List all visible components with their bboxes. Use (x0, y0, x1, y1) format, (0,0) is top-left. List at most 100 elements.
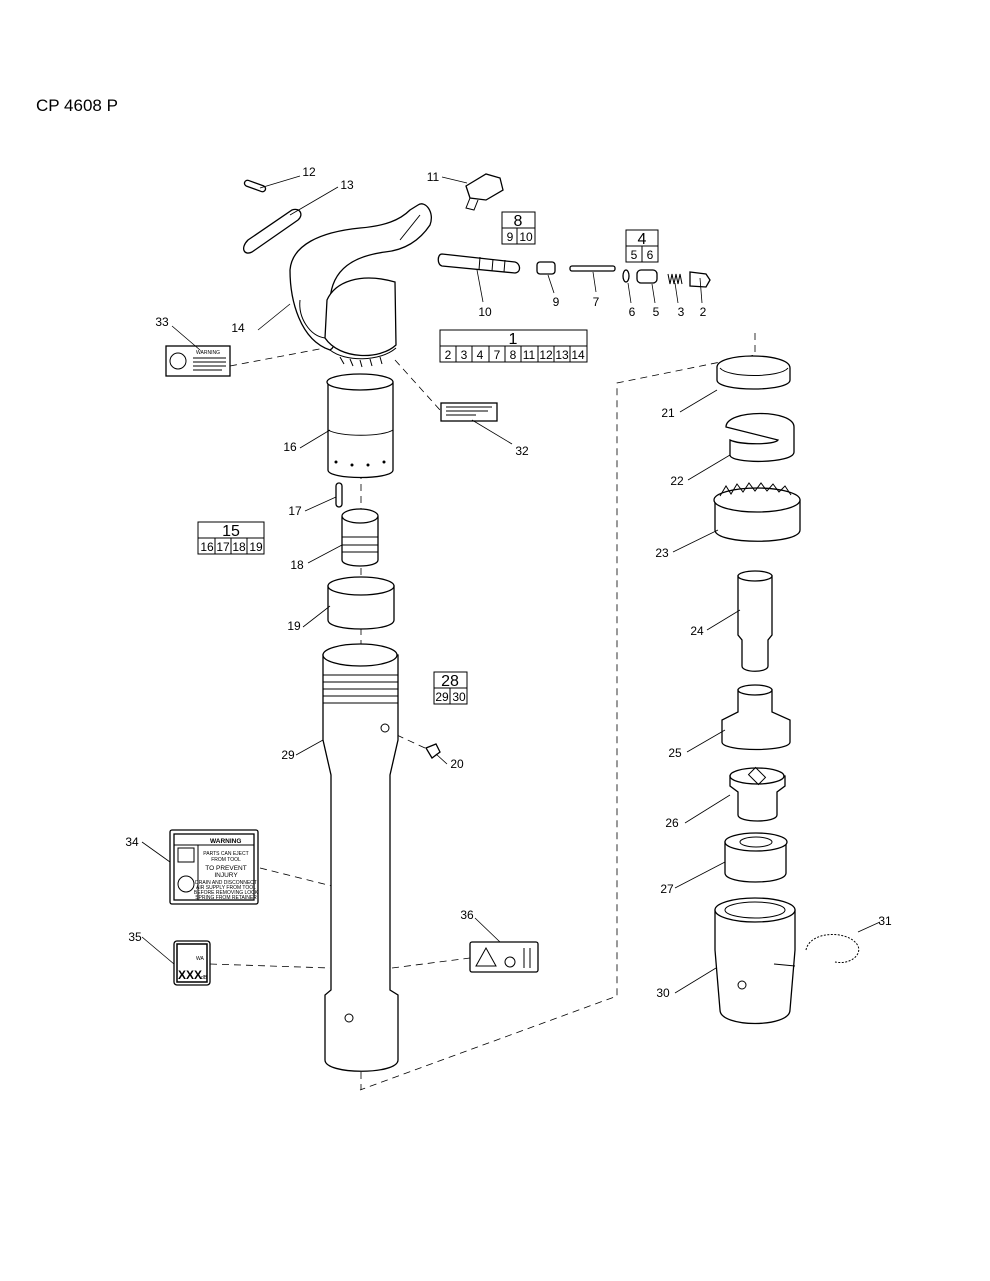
callout-6: 6 (629, 305, 636, 319)
label-warning-small-33: WARNING (165, 345, 231, 377)
callout-20: 20 (450, 757, 464, 771)
leader-lines (141, 175, 881, 994)
kit-1-item: 3 (461, 348, 468, 362)
callout-31: 31 (878, 914, 892, 928)
callout-26: 26 (665, 816, 679, 830)
part-oring-6 (622, 269, 630, 283)
callout-5: 5 (653, 305, 660, 319)
kit-1-item: 11 (523, 348, 536, 362)
kit-15-main: 15 (222, 523, 240, 540)
kit-28-item: 30 (452, 690, 466, 704)
kit-8-main: 8 (514, 213, 523, 230)
part-buffer-27 (724, 832, 788, 883)
callout-25: 25 (668, 746, 682, 760)
part-throttle-valve-10 (437, 253, 521, 274)
callout-13: 13 (340, 178, 354, 192)
part-spring-31 (805, 933, 860, 964)
warning-big-line3: TO PREVENT (205, 865, 246, 872)
kit-box-8: 8 9 10 (501, 211, 536, 245)
callout-21: 21 (661, 406, 675, 420)
part-bushing-25 (721, 684, 791, 751)
callout-16: 16 (283, 440, 297, 454)
callout-18: 18 (290, 558, 304, 572)
kit-1-item: 14 (571, 348, 585, 362)
kit-4-item: 6 (647, 248, 654, 262)
part-barrel-29 (322, 643, 399, 1072)
warning-big-title: WARNING (210, 838, 241, 845)
kit-8-item: 10 (519, 230, 533, 244)
callout-27: 27 (660, 882, 674, 896)
callout-17: 17 (288, 504, 302, 518)
kit-8-item: 9 (507, 230, 514, 244)
part-valve-5 (636, 269, 658, 284)
warning-big-line7: BEFORE REMOVING LOCK (194, 890, 259, 896)
part-plunger-24 (737, 570, 773, 672)
part-spring-3 (667, 273, 683, 285)
callout-10: 10 (478, 305, 492, 319)
warning-big-line1: PARTS CAN EJECT (203, 851, 248, 857)
callout-30: 30 (656, 986, 670, 1000)
warning-small-text: WARNING (196, 350, 220, 356)
kit-28-main: 28 (441, 673, 459, 690)
callout-9: 9 (553, 295, 560, 309)
callout-7: 7 (593, 295, 600, 309)
kit-28-item: 29 (435, 690, 449, 704)
kit-4-main: 4 (638, 231, 647, 248)
label-nameplate-32 (440, 402, 498, 422)
kit-1-main: 1 (509, 331, 518, 348)
callout-34: 34 (125, 835, 139, 849)
callout-24: 24 (690, 624, 704, 638)
kit-4-item: 5 (631, 248, 638, 262)
part-bushing-26 (729, 766, 786, 822)
kit-15-item: 19 (249, 540, 263, 554)
callout-23: 23 (655, 546, 669, 560)
noise-value: XXX (178, 968, 202, 982)
part-rod-7 (569, 265, 616, 272)
callout-22: 22 (670, 474, 684, 488)
callout-36: 36 (460, 908, 474, 922)
part-pin-17 (335, 482, 343, 508)
callout-numbers: 2 3 5 6 7 9 10 11 12 13 14 16 17 18 19 2… (125, 165, 892, 1000)
part-handle (289, 203, 432, 368)
kit-box-15: 15 16 17 18 19 (197, 521, 265, 555)
warning-big-line8: SPRING FROM RETAINER (195, 895, 257, 901)
callout-33: 33 (155, 315, 169, 329)
kit-1-item: 8 (510, 348, 517, 362)
part-retainer-30 (714, 897, 796, 1025)
part-ring-22 (725, 412, 795, 463)
page-title: CP 4608 P (36, 96, 118, 115)
kit-15-item: 16 (200, 540, 214, 554)
kit-1-item: 7 (494, 348, 501, 362)
kit-15-item: 18 (232, 540, 246, 554)
label-warning-big-34: WARNING PARTS CAN EJECT FROM TOOL TO PRE… (169, 829, 259, 905)
label-pictogram-36 (469, 941, 539, 973)
part-cylinder-16 (326, 373, 394, 479)
part-ring-21 (716, 355, 791, 390)
part-lever-13 (242, 208, 302, 254)
callout-3: 3 (678, 305, 685, 319)
kit-box-4: 4 5 6 (625, 229, 659, 263)
callout-19: 19 (287, 619, 301, 633)
warning-big-line4: INJURY (214, 872, 238, 879)
part-ratchet-23 (713, 482, 801, 542)
part-inlet-11 (465, 173, 504, 211)
callout-12: 12 (302, 165, 316, 179)
part-valve-18 (341, 508, 379, 567)
kit-1-item: 12 (539, 348, 553, 362)
noise-unit: WA (196, 956, 205, 962)
callout-32: 32 (515, 444, 529, 458)
callout-2: 2 (700, 305, 707, 319)
part-pin-12 (243, 179, 267, 193)
kit-box-28: 28 29 30 (433, 671, 468, 705)
kit-1-item: 2 (445, 348, 452, 362)
kit-1-item: 13 (555, 348, 569, 362)
callout-11: 11 (427, 170, 440, 184)
warning-big-line6: AIR SUPPLY FROM TOOL (196, 885, 256, 891)
label-noise-35: WA XXX dB (173, 940, 211, 986)
kit-15-item: 17 (216, 540, 230, 554)
kit-box-1: 1 2 3 4 7 8 11 12 13 14 (439, 329, 588, 363)
callout-29: 29 (281, 748, 295, 762)
callout-35: 35 (128, 930, 142, 944)
callout-14: 14 (231, 321, 245, 335)
